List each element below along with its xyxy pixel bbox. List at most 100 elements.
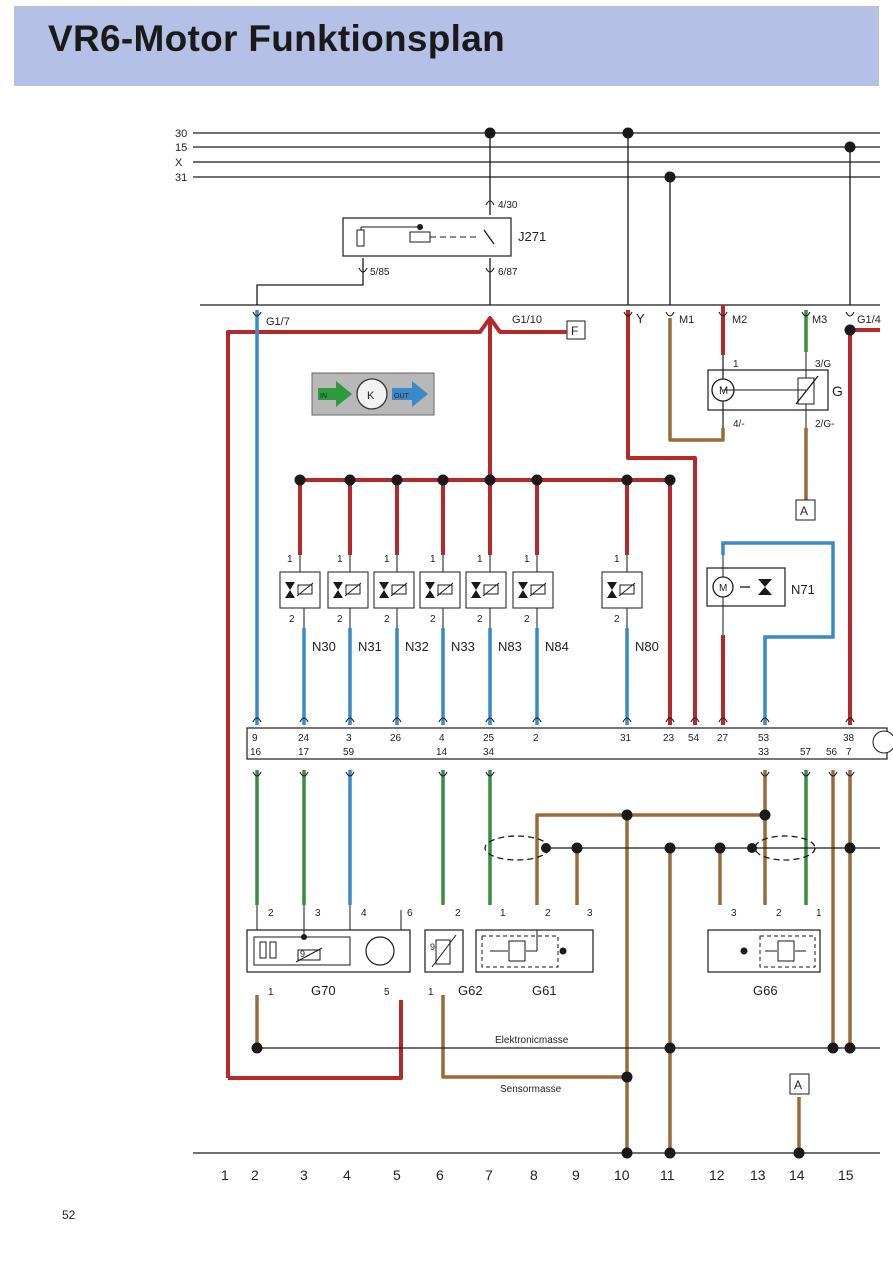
connector-g1-10: G1/10 bbox=[512, 314, 542, 326]
n71-motor-glyph: M bbox=[719, 583, 727, 594]
injector-pin1: 1 bbox=[287, 554, 293, 565]
symbol-out-label: OUT bbox=[394, 393, 410, 400]
grid-number: 3 bbox=[300, 1167, 308, 1183]
injector-pin2: 2 bbox=[337, 614, 343, 625]
injector-n83 bbox=[465, 555, 507, 628]
ecu-pin-top: 38 bbox=[843, 733, 855, 744]
page-number: 52 bbox=[62, 1208, 76, 1222]
ground-junctions bbox=[251, 809, 856, 1159]
injector-pin2: 2 bbox=[289, 614, 295, 625]
ref-label-f: F bbox=[571, 324, 578, 338]
ecu-pin-top: 27 bbox=[717, 733, 729, 744]
injector-pin1: 1 bbox=[384, 554, 390, 565]
ecu-pin-top: 3 bbox=[346, 733, 352, 744]
ecu-pin-top: 53 bbox=[758, 733, 770, 744]
ecu-pin-bottom: 57 bbox=[800, 747, 812, 758]
green-wires bbox=[255, 310, 808, 905]
g66-pin: 1 bbox=[816, 908, 822, 919]
motor-m-glyph: M bbox=[719, 385, 728, 397]
injector-pin1: 1 bbox=[337, 554, 343, 565]
injector-label-n33: N33 bbox=[451, 639, 475, 654]
ecu-pin-bottom: 56 bbox=[826, 747, 838, 758]
connector-m3: M3 bbox=[812, 314, 827, 326]
throttle-pin4: 4/- bbox=[733, 419, 745, 430]
relay-pin-top: 4/30 bbox=[498, 200, 518, 211]
relay-pin-bl: 5/85 bbox=[370, 267, 390, 278]
injector-pin2: 2 bbox=[614, 614, 620, 625]
ground-label-elektronic: Elektronicmasse bbox=[495, 1035, 569, 1046]
connector-m2: M2 bbox=[732, 314, 747, 326]
pin-marks bbox=[252, 200, 855, 777]
connector-g1-7: G1/7 bbox=[266, 316, 290, 328]
g62-inner-label: 9 bbox=[430, 942, 435, 952]
red-wires bbox=[226, 305, 880, 1080]
ref-label-a-bottom: A bbox=[794, 1078, 802, 1092]
ground-lines bbox=[193, 835, 880, 1154]
throttle-label: G bbox=[832, 383, 843, 399]
ecu-pin-bottom: 17 bbox=[298, 747, 310, 758]
grid-number: 9 bbox=[572, 1167, 580, 1183]
ecu-pin-bottom: 7 bbox=[846, 747, 852, 758]
injector-pin1: 1 bbox=[524, 554, 530, 565]
sensor-g61 bbox=[475, 929, 594, 973]
injector-n30 bbox=[279, 555, 321, 628]
injector-label-n31: N31 bbox=[358, 639, 382, 654]
grid-number: 6 bbox=[436, 1167, 444, 1183]
blue-wires bbox=[255, 310, 835, 905]
ecu-pin-bottom: 33 bbox=[758, 747, 770, 758]
rail-label-x: X bbox=[175, 157, 183, 169]
injector-pin2: 2 bbox=[524, 614, 530, 625]
throttle-pin2: 2/G- bbox=[815, 419, 834, 430]
g70-pin: 4 bbox=[361, 908, 367, 919]
grid-number: 10 bbox=[614, 1167, 630, 1183]
grid-number: 11 bbox=[660, 1167, 675, 1183]
ecu-pin-bottom: 14 bbox=[436, 747, 448, 758]
title-banner bbox=[14, 6, 879, 86]
ecu-pin-top: 9 bbox=[252, 733, 258, 744]
grid-number: 15 bbox=[838, 1167, 854, 1183]
ecu-pin-bottom: 59 bbox=[343, 747, 355, 758]
grid-numbers: 1 2 3 4 5 6 7 8 9 10 11 12 13 14 15 bbox=[221, 1167, 854, 1183]
g70-pin: 5 bbox=[384, 987, 390, 998]
ref-label-a-top: A bbox=[800, 504, 808, 518]
connector-g1-right: G1/4 bbox=[857, 314, 881, 326]
ecu-pin-top: 25 bbox=[483, 733, 495, 744]
ecu-connector bbox=[246, 727, 888, 760]
ecu-round-symbol bbox=[872, 730, 893, 754]
n71-label: N71 bbox=[791, 582, 815, 597]
injector-pin1: 1 bbox=[614, 554, 620, 565]
injector-pin2: 2 bbox=[430, 614, 436, 625]
ecu-pin-top: 31 bbox=[620, 733, 632, 744]
throttle-pin3: 3/G bbox=[815, 359, 831, 370]
injector-label-n83: N83 bbox=[498, 639, 522, 654]
relay-j271 bbox=[342, 217, 512, 257]
g61-pin: 3 bbox=[587, 908, 593, 919]
grid-number: 1 bbox=[221, 1167, 229, 1183]
ecu-pin-top: 23 bbox=[663, 733, 675, 744]
g70-pin: 6 bbox=[407, 908, 413, 919]
g61-pin: 2 bbox=[545, 908, 551, 919]
injector-n33 bbox=[419, 555, 461, 628]
g62-pin: 1 bbox=[428, 987, 434, 998]
page-title: VR6-Motor Funktionsplan bbox=[48, 18, 506, 59]
grid-number: 5 bbox=[393, 1167, 401, 1183]
ecu-pin-top: 54 bbox=[688, 733, 700, 744]
g61-pin: 1 bbox=[500, 908, 506, 919]
injector-pin1: 1 bbox=[430, 554, 436, 565]
throttle-unit-g bbox=[707, 352, 829, 428]
injector-label-n30: N30 bbox=[312, 639, 336, 654]
injector-n32 bbox=[373, 555, 415, 628]
injector-n84 bbox=[512, 555, 554, 628]
grid-number: 7 bbox=[485, 1167, 493, 1183]
injector-n80 bbox=[601, 555, 643, 628]
injector-pin2: 2 bbox=[384, 614, 390, 625]
injector-label-n80: N80 bbox=[635, 639, 659, 654]
g66-pin: 2 bbox=[776, 908, 782, 919]
grid-number: 14 bbox=[789, 1167, 805, 1183]
ground-label-sensor: Sensormasse bbox=[500, 1084, 562, 1095]
power-rails bbox=[193, 132, 880, 306]
rail-label-31: 31 bbox=[175, 172, 187, 184]
g70-label: G70 bbox=[311, 983, 336, 998]
g70-pin: 3 bbox=[315, 908, 321, 919]
